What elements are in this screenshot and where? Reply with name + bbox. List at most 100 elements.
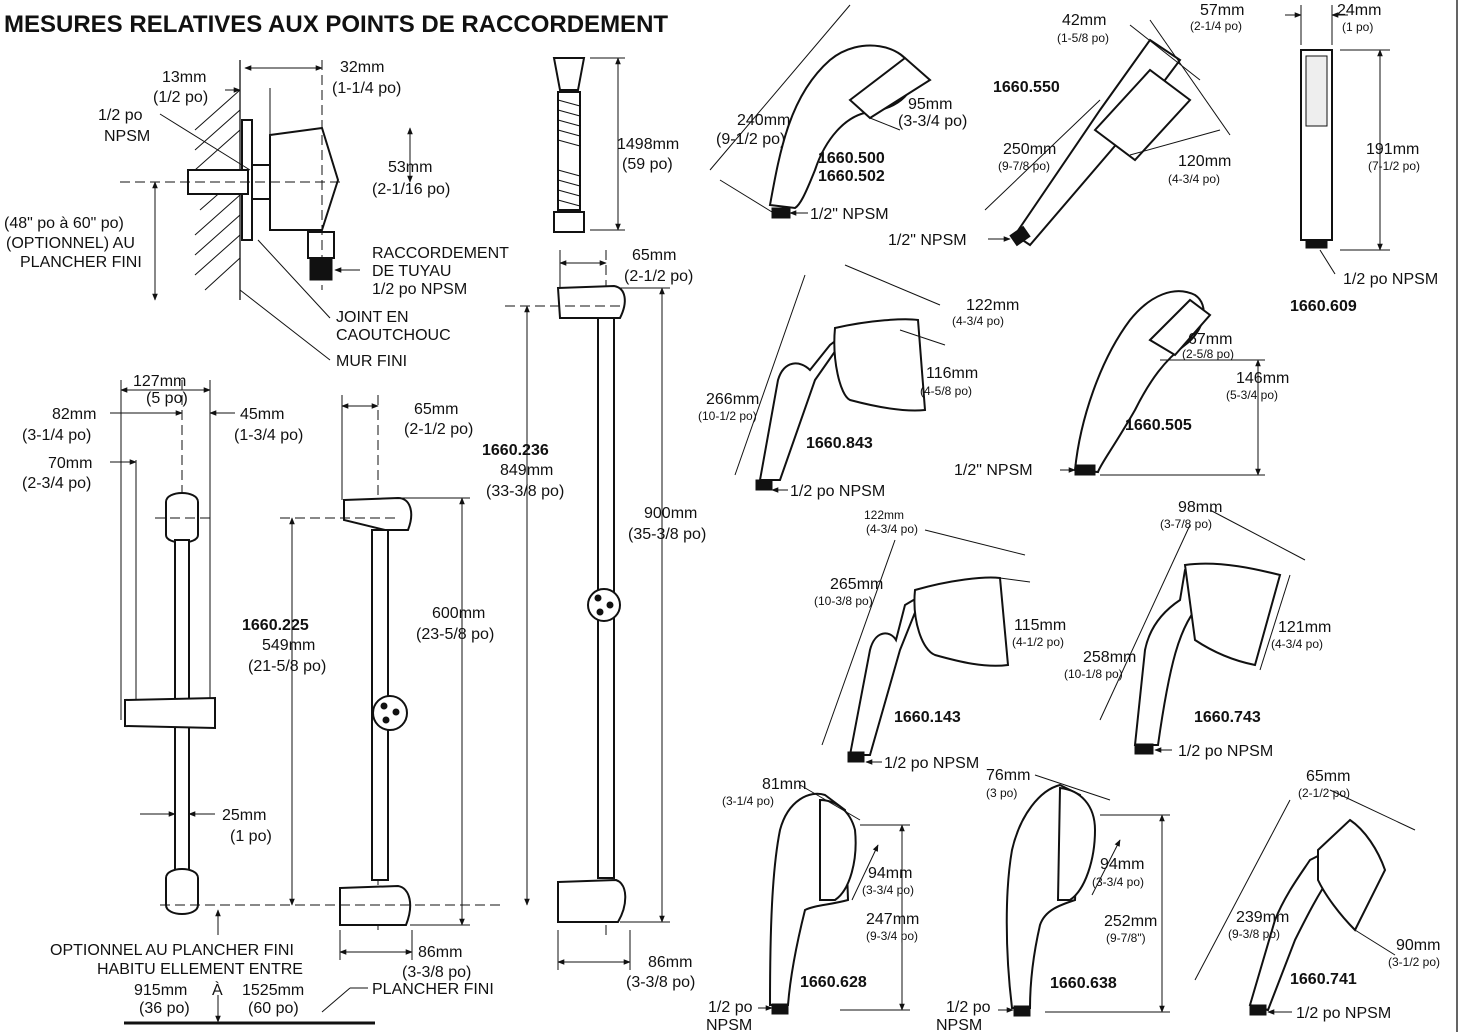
h741-len: 239mm xyxy=(1236,909,1289,926)
h638-npsm-1: 1/2 po xyxy=(946,999,991,1016)
handshower-638-head xyxy=(1056,786,1097,901)
h638-len: 252mm xyxy=(1104,913,1157,930)
bar236-w65: 65mm xyxy=(632,247,676,264)
h143-w122po: (4-3/4 po) xyxy=(866,522,918,536)
h843-model: 1660.843 xyxy=(806,435,873,452)
hose-thread xyxy=(309,257,333,281)
h500-face-po: (3-3/4 po) xyxy=(898,113,967,130)
floor-fini: PLANCHER FINI xyxy=(372,981,494,998)
handshower-609-face xyxy=(1305,55,1328,127)
handshower-550: 1660.550 42mm (1-5/8 po) 57mm (2-1/4 po)… xyxy=(888,2,1244,249)
h550-w42: 42mm xyxy=(1062,12,1106,29)
floor-a: À xyxy=(212,980,223,999)
h638-face: 94mm xyxy=(1100,856,1144,873)
h743-len-po: (10-1/8 po) xyxy=(1064,667,1123,681)
bar236-h900po: (35-3/8 po) xyxy=(628,526,706,543)
h550-npsm: 1/2" NPSM xyxy=(888,232,967,249)
h500-len-po: (9-1/2 po) xyxy=(716,131,785,148)
h609-w24po: (1 po) xyxy=(1342,20,1373,34)
page-title: MESURES RELATIVES AUX POINTS DE RACCORDE… xyxy=(4,11,668,38)
bar225-w82: 82mm xyxy=(52,406,96,423)
h628-len-po: (9-3/4 po) xyxy=(866,929,918,943)
bar-236-bottom-bracket xyxy=(557,878,627,923)
h743-w98: 98mm xyxy=(1178,499,1222,516)
h143-npsm: 1/2 po NPSM xyxy=(884,755,979,772)
bar225-w82po: (3-1/4 po) xyxy=(22,427,91,444)
bar225-w127po: (5 po) xyxy=(146,390,188,407)
h550-w57: 57mm xyxy=(1200,2,1244,19)
h609-model: 1660.609 xyxy=(1290,298,1357,315)
h628-model: 1660.628 xyxy=(800,974,867,991)
bar-225-bottom-bracket xyxy=(165,868,199,915)
h550-len-po: (9-7/8 po) xyxy=(998,159,1050,173)
h741-len-po: (9-3/8 po) xyxy=(1228,927,1280,941)
bar225-w25: 25mm xyxy=(222,807,266,824)
floor-opt-1: OPTIONNEL AU PLANCHER FINI xyxy=(50,942,294,959)
npsm-leader xyxy=(159,113,251,171)
h628-npsm-1: 1/2 po xyxy=(708,999,753,1016)
h500-face: 95mm xyxy=(908,96,952,113)
floor-v2po: (60 po) xyxy=(248,1000,299,1017)
floor-note: OPTIONNEL AU PLANCHER FINI HABITU ELLEME… xyxy=(50,909,494,1025)
h743-len: 258mm xyxy=(1083,649,1136,666)
dim-53-po: (2-1/16 po) xyxy=(372,181,450,198)
bar225-w127: 127mm xyxy=(133,373,186,390)
h143-len-po: (10-3/8 po) xyxy=(814,594,873,608)
h500-len: 240mm xyxy=(737,112,790,129)
h741-face-po: (3-1/2 po) xyxy=(1388,955,1440,969)
handshower-500-len-ext xyxy=(709,4,851,171)
dim-13: 13mm xyxy=(162,69,206,86)
bar236-w86: 86mm xyxy=(648,954,692,971)
height-text-2: (OPTIONNEL) AU xyxy=(6,235,135,252)
h628-face: 94mm xyxy=(868,865,912,882)
bar-225-side: 65mm (2-1/2 po) 1660.225 549mm (21-5/8 p… xyxy=(160,395,500,981)
h843-face: 116mm xyxy=(926,365,978,382)
dim-13-po: (1/2 po) xyxy=(153,89,208,106)
bar236-model: 1660.236 xyxy=(482,442,549,459)
h505-npsm: 1/2" NPSM xyxy=(954,462,1033,479)
handshower-609-thread xyxy=(1305,239,1328,249)
bar225-w45po: (1-3/4 po) xyxy=(234,427,303,444)
handshower-741-head xyxy=(1317,818,1387,932)
h143-face: 115mm xyxy=(1014,617,1066,634)
handshower-843: 122mm (4-3/4 po) 266mm (10-1/2 po) 116mm… xyxy=(698,264,1019,500)
h143-len: 265mm xyxy=(830,576,883,593)
bar236-len-po: (33-3/8 po) xyxy=(486,483,564,500)
h505-len-po: (5-3/4 po) xyxy=(1226,388,1278,402)
h843-npsm: 1/2 po NPSM xyxy=(790,483,885,500)
handshower-741: 65mm (2-1/2 po) 239mm (9-3/8 po) 90mm (3… xyxy=(1194,768,1440,1022)
bar-225-slider xyxy=(124,696,216,730)
h638-npsm-2: NPSM xyxy=(936,1017,982,1032)
h609-w24: 24mm xyxy=(1337,2,1381,19)
hose-text-1: RACCORDEMENT xyxy=(372,245,509,262)
bar225-h600po: (23-5/8 po) xyxy=(416,626,494,643)
bar225-w25po: (1 po) xyxy=(230,828,272,845)
handshower-143-thread xyxy=(847,751,865,763)
bar225-len-po: (21-5/8 po) xyxy=(248,658,326,675)
h743-face-po: (4-3/4 po) xyxy=(1271,637,1323,651)
h628-w81: 81mm xyxy=(762,776,806,793)
h505-model: 1660.505 xyxy=(1125,417,1192,434)
handshower-550-thread xyxy=(1009,225,1031,247)
handshower-500-thread xyxy=(771,207,791,219)
h550-len: 250mm xyxy=(1003,141,1056,158)
npsm-size: 1/2 po xyxy=(98,107,143,124)
npsm-label: NPSM xyxy=(104,128,150,145)
h741-face: 90mm xyxy=(1396,937,1440,954)
shower-hose: 1498mm (59 po) xyxy=(552,57,679,233)
dim-32: 32mm xyxy=(340,59,384,76)
h500-model-2: 1660.502 xyxy=(818,168,885,185)
bar225-w65po: (2-1/2 po) xyxy=(404,421,473,438)
handshower-143: 122mm (4-3/4 po) 265mm (10-3/8 po) 115mm… xyxy=(814,508,1066,772)
h628-len: 247mm xyxy=(866,911,919,928)
handshower-843-head xyxy=(833,318,927,412)
handshower-628-thread xyxy=(771,1003,789,1015)
height-text-1: (48" po à 60" po) xyxy=(4,215,124,232)
bar225-w70: 70mm xyxy=(48,455,92,472)
bar225-w86po: (3-3/8 po) xyxy=(402,964,471,981)
h628-npsm-2: NPSM xyxy=(706,1017,752,1032)
bar-225-side-top-bracket xyxy=(343,496,413,531)
h500-npsm: 1/2" NPSM xyxy=(810,206,889,223)
handshower-741-thread xyxy=(1249,1004,1267,1016)
h505-len: 146mm xyxy=(1236,370,1289,387)
